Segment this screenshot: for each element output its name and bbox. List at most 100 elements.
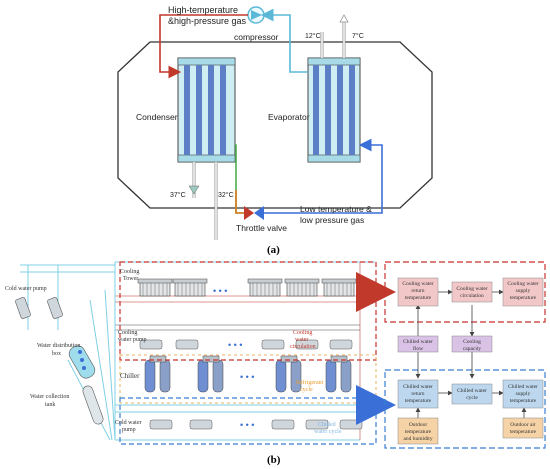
cooling-tower-icon (284, 278, 320, 297)
chiller-icon (197, 355, 224, 393)
flow-text: temperature (510, 398, 537, 404)
throttle-valve-label: Throttle valve (236, 223, 287, 233)
cooling-tower-label-2: Tower (123, 276, 138, 282)
flow-box-cw-circulation: Cooling water circulation (451, 281, 493, 303)
flow-text: temperature (510, 295, 537, 301)
cooling-towers (137, 278, 357, 297)
cold-water-pump-label-1: Cold water (115, 420, 142, 426)
flow-box-chw-return-temp: Chilled water return temperature (397, 379, 439, 409)
caption-b: (b) (267, 454, 281, 466)
flow-text: Chilled water (403, 339, 433, 345)
throttle-valve-icon (244, 206, 264, 220)
flow-text: return (411, 288, 424, 294)
chilled-water-cycle-label-1: Chilled (318, 422, 336, 428)
water-distribution-box-label-2: box (52, 351, 61, 357)
flow-text: Chilled water (508, 384, 538, 390)
water-collection-tank-label-2: tank (45, 402, 55, 408)
panel-b: Cold water pump Water distribution box W… (5, 261, 546, 449)
temp-7-label: 7°C (352, 32, 364, 40)
refrigerant-cycle-label-1: Refrigerant (296, 379, 324, 386)
flow-text: supply (516, 391, 531, 397)
evaporator-label: Evaporator (268, 112, 310, 122)
unit-housing (117, 41, 433, 209)
chiller-icon (144, 355, 171, 393)
lp-gas-label-2: low pressure gas (300, 215, 364, 225)
condenser-water-pipes (188, 162, 218, 240)
flow-box-cw-supply-temp: Cooling water supply temperature (502, 277, 544, 307)
flow-box-chw-cycle: Chilled water cycle (451, 383, 493, 405)
chiller-label: Chiller (120, 372, 140, 380)
cooling-tower-icon (247, 278, 283, 297)
cooling-tower-icon (321, 278, 357, 297)
cooling-water-pump-label-2: water pump (118, 337, 147, 343)
ellipsis-towers: • • • (213, 286, 227, 296)
water-collection-tank-label-1: Water collection (30, 394, 69, 400)
flow-text: Outdoor air (510, 422, 536, 428)
chilled-water-cycle-label-2: water cycle (314, 429, 342, 435)
cooling-water-pump-label-1: Cooling (118, 330, 137, 336)
low-pressure-pipe (264, 138, 383, 214)
hp-gas-label-1: High-temperature (168, 5, 238, 15)
caption-a: (a) (267, 244, 280, 256)
flow-text: Outdoor (409, 422, 428, 428)
cooling-tower-icon (137, 278, 173, 297)
refrigerant-cycle-label-2: cycle (300, 387, 313, 393)
cooling-water-circulation-label-1: Cooling (293, 330, 312, 336)
compressor-label: compressor (234, 32, 279, 42)
hp-gas-label-2: &high-pressure gas (168, 16, 247, 26)
flow-box-cooling-capacity: Cooling capacity (451, 335, 493, 353)
temp-37-label: 37°C (170, 191, 186, 199)
refrigerant-loop-boundary (119, 354, 377, 404)
condenser-unit (177, 57, 236, 163)
flow-box-chw-supply-temp: Chilled water supply temperature (502, 379, 544, 409)
temp-12-label: 12°C (305, 32, 321, 40)
flow-arrows (415, 289, 527, 418)
flow-box-outdoor-air-temp: Outdoor air temperature (502, 417, 544, 439)
flow-text: Cooling water (456, 286, 487, 292)
cooling-flow-boundary (384, 261, 546, 323)
flow-text: Cooling water (507, 281, 538, 287)
chiller-icon (325, 355, 352, 393)
ellipsis-pumps: • • • (228, 340, 242, 350)
flow-box-cw-return-temp: Cooling water return temperature (397, 277, 439, 307)
flow-text: temperature (510, 429, 537, 435)
flow-text: Chilled water (457, 388, 487, 394)
flow-text: and humidity (403, 436, 432, 442)
flow-box-chilled-water-flow: Chilled water flow (397, 335, 439, 353)
water-distribution-box-icon (68, 345, 96, 379)
cold-water-pump-left-label: Cold water pump (5, 286, 47, 292)
cooling-tower-icon (172, 278, 208, 297)
suction-pipe (260, 8, 308, 73)
water-collection-tank-icon (82, 385, 104, 425)
cold-water-pump-icon (15, 297, 63, 319)
ellipsis-chillers: • • • (240, 372, 254, 382)
flow-text: return (411, 391, 424, 397)
chilled-flow-boundary (384, 369, 546, 449)
flow-box-outdoor-temp-humidity: Outdoor temperature and humidity (397, 417, 439, 445)
flow-text: temperature (405, 429, 432, 435)
flow-text: Chilled water (403, 384, 433, 390)
compressor-icon (247, 6, 265, 24)
lp-gas-label-1: Low temperature & (300, 204, 372, 214)
flow-text: temperature (405, 295, 432, 301)
cold-water-pump-label-2: pump (122, 427, 136, 433)
flow-text: Cooling (463, 339, 481, 345)
cooling-water-circulation-label-3: circulation (290, 344, 316, 350)
condenser-label: Condenser (136, 112, 178, 122)
panel-a: High-temperature &high-pressure gas comp… (117, 5, 433, 240)
left-piping (20, 264, 116, 441)
chilled-water-loop-boundary (119, 397, 377, 445)
cooling-water-circulation-label-2: water (295, 337, 308, 343)
flow-text: cycle (466, 395, 478, 401)
cooling-tower-label-1: Cooling (120, 269, 139, 275)
chiller-icon (275, 355, 302, 393)
temp-32-label: 32°C (218, 191, 234, 199)
ellipsis-cold-pumps: • • • (240, 420, 254, 430)
evaporator-unit (307, 57, 361, 163)
chillers (144, 355, 352, 393)
evaporator-water-pipes (320, 14, 349, 58)
flow-text: temperature (405, 398, 432, 404)
cooling-water-pumps (139, 339, 353, 350)
hot-gas-pipe (159, 14, 248, 79)
